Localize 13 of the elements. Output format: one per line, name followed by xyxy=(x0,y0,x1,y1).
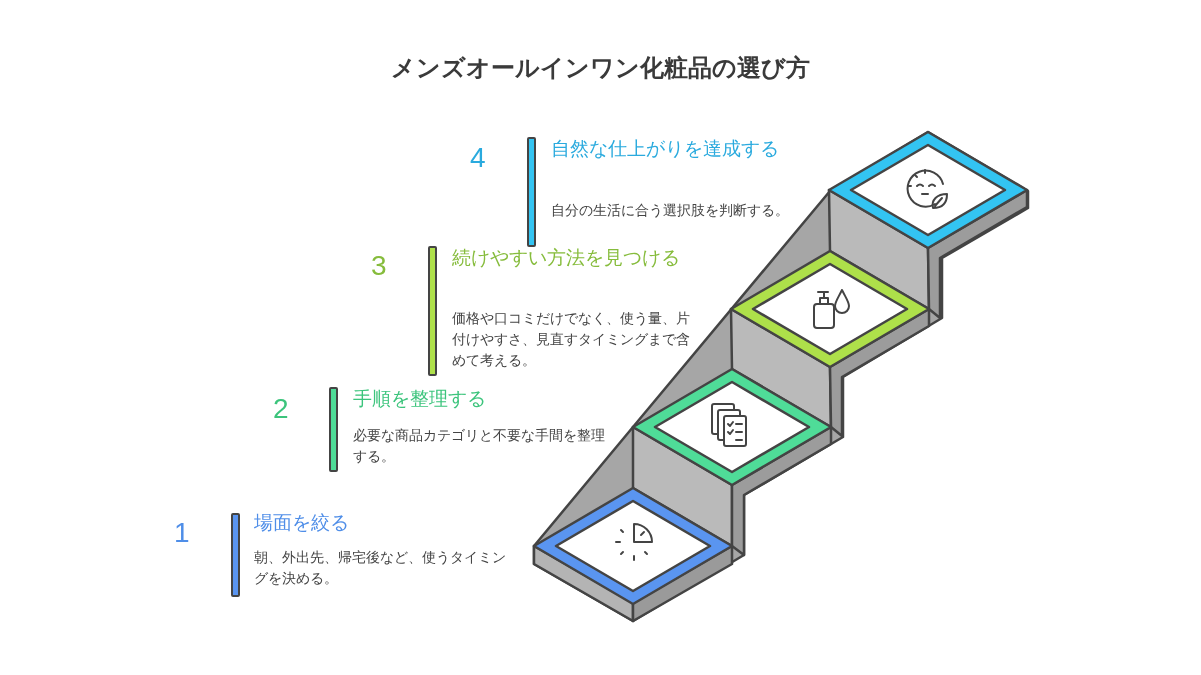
step-heading: 自然な仕上がりを達成する xyxy=(551,137,780,161)
title: メンズオールインワン化粧品の選び方 xyxy=(390,53,811,83)
step-description: 価格や口コミだけでなく、使う量、片付けやすさ、見直すタイミングまで含めて考える。 xyxy=(452,310,691,370)
step-description: 朝、外出先、帰宅後など、使うタイミングを決める。 xyxy=(254,549,507,588)
step-description: 自分の生活に合う選択肢を判断する。 xyxy=(551,202,790,220)
step-number: 4 xyxy=(470,142,486,174)
step-heading: 続けやすい方法を見つける xyxy=(452,246,681,270)
step-number: 2 xyxy=(273,393,289,425)
step-description: 必要な商品カテゴリと不要な手間を整理する。 xyxy=(353,427,606,466)
step-number: 1 xyxy=(174,517,190,549)
step-heading: 手順を整理する xyxy=(353,387,487,411)
step-heading: 場面を絞る xyxy=(254,511,350,535)
step-number: 3 xyxy=(371,250,387,282)
